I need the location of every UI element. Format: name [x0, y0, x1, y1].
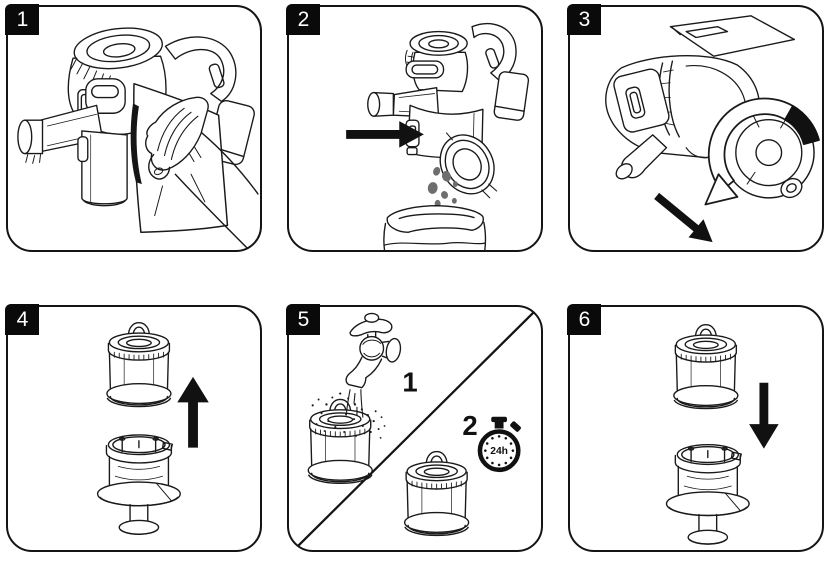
step-panel-6: 6: [567, 304, 824, 552]
vacuum-battery: [613, 68, 670, 133]
remove-filter-illustration: [96, 322, 209, 535]
divider-diagonal: [297, 311, 535, 547]
mount-plate: [669, 15, 796, 57]
vacuum-handle: [471, 22, 517, 82]
rinse-step-label: 1: [402, 367, 417, 398]
empty-dustbin-illustration: [346, 22, 530, 250]
reinsert-filter-illustration: [665, 324, 779, 545]
step-number-badge: 1: [5, 4, 40, 36]
stopwatch-24h-icon: 24h: [477, 416, 521, 473]
up-arrow-icon: [177, 376, 209, 448]
water-tap-icon: [345, 312, 402, 418]
filter-drying: [403, 450, 470, 537]
vacuum-motor-top: [73, 27, 163, 70]
step-number-badge: 5: [286, 304, 321, 336]
wipe-vacuum-illustration: [17, 27, 259, 250]
pull-arrow-icon: [654, 192, 713, 243]
down-arrow-icon: [749, 382, 779, 449]
filter-part: [106, 322, 172, 408]
dustbin-cup-part: [665, 444, 750, 545]
water-stream: [345, 389, 364, 418]
step-number-badge: 2: [286, 4, 321, 36]
vacuum-handle: [164, 36, 237, 103]
vacuum-dust-cup: [81, 130, 128, 205]
trash-bin: [386, 205, 484, 233]
step-panel-1: 1: [5, 4, 262, 252]
press-arrow-icon: [346, 121, 424, 148]
dry-step-label: 2: [462, 410, 477, 441]
step-number-badge: 3: [567, 4, 602, 36]
rotation-arrow-icon: [704, 97, 820, 206]
dustbin-cup-part: [96, 434, 181, 535]
water-splashes: [311, 392, 386, 439]
vacuum-nozzle: [621, 134, 668, 179]
hand: [145, 96, 209, 171]
filter-part: [673, 324, 739, 410]
twist-dustbin-illustration: [605, 15, 820, 243]
rinse-and-dry-filter-illustration: 1 2 24h: [297, 311, 535, 547]
vacuum-battery: [493, 71, 530, 121]
step-panel-2: 2: [286, 4, 543, 252]
timer-duration-label: 24h: [490, 446, 508, 457]
step-panel-4: 4: [5, 304, 262, 552]
arm: [174, 132, 259, 250]
step-number-badge: 4: [5, 304, 40, 336]
step-panel-5: 1 2 24h 5: [286, 304, 543, 552]
step-panel-3: 3: [567, 4, 824, 252]
step-number-badge: 6: [567, 304, 602, 336]
